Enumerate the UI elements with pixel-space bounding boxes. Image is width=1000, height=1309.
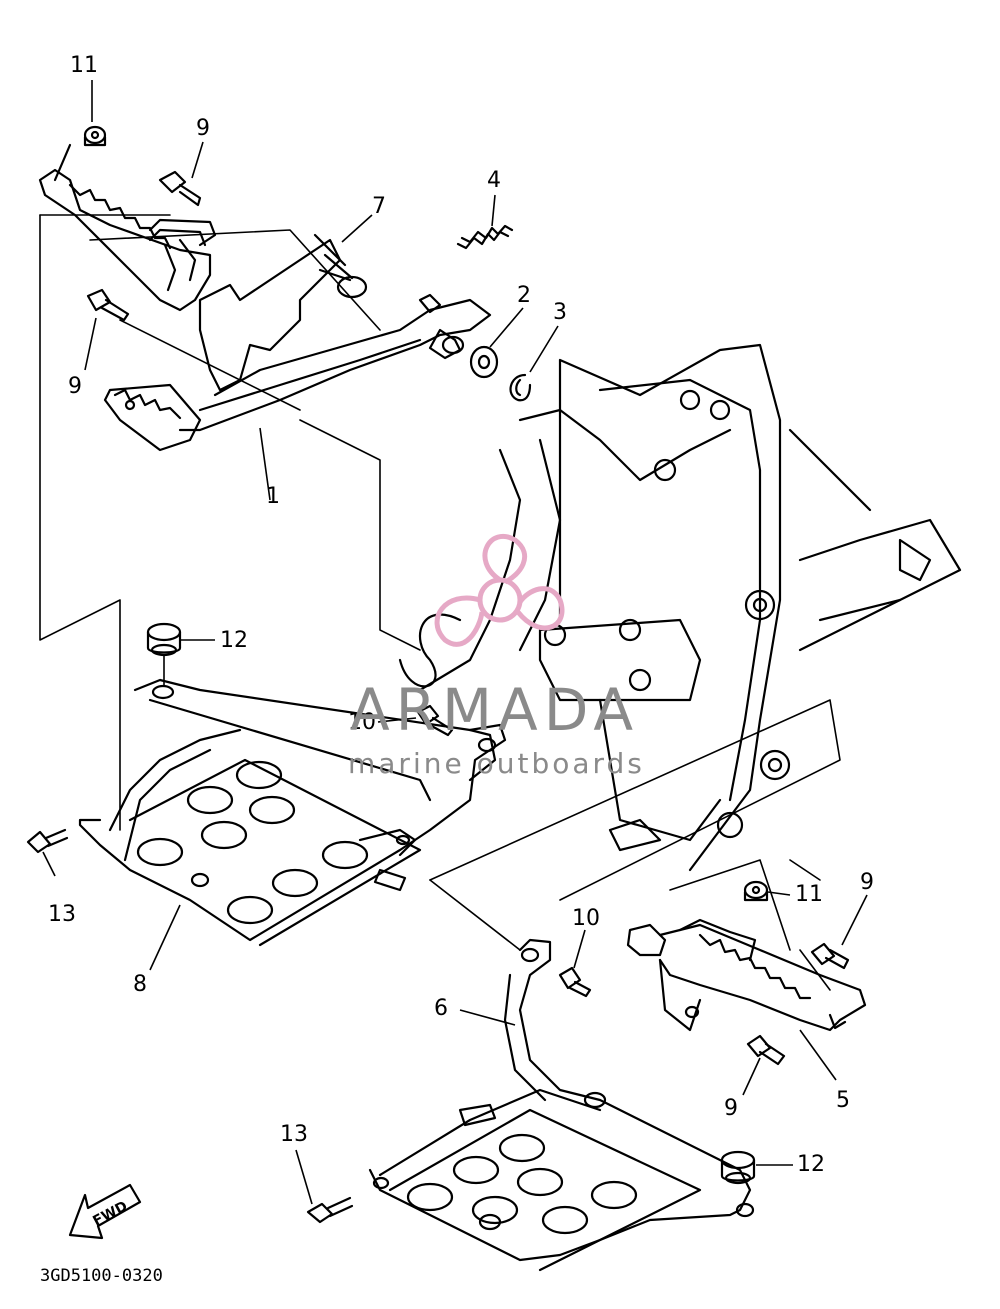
callout-9-right-top: 9 (860, 870, 874, 895)
right-skid-plate (368, 938, 755, 1272)
callout-11-upper: 11 (70, 53, 98, 78)
fasteners (26, 125, 850, 1224)
callout-2: 2 (517, 283, 531, 308)
reference-lines (39, 214, 841, 991)
callout-3: 3 (553, 300, 567, 325)
diagram-code: 3GD5100-0320 (40, 1266, 163, 1286)
callout-5: 5 (836, 1088, 850, 1113)
callout-4: 4 (487, 168, 501, 193)
callout-12-lower: 12 (797, 1152, 825, 1177)
frame (398, 343, 962, 872)
fwd-arrow-icon (68, 1183, 142, 1240)
callout-1: 1 (266, 484, 280, 509)
callout-11-lower: 11 (795, 882, 823, 907)
armada-logo-icon (434, 533, 565, 647)
callout-9-left: 9 (68, 374, 82, 399)
callout-7: 7 (372, 194, 386, 219)
brake-pedal (103, 233, 492, 452)
callout-12-upper: 12 (220, 628, 248, 653)
callout-8: 8 (133, 972, 147, 997)
left-skid-plate (78, 678, 507, 947)
callout-13-lower: 13 (280, 1122, 308, 1147)
watermark-subtitle: marine outboards (348, 747, 645, 780)
left-footrest (38, 168, 217, 312)
callout-6: 6 (434, 996, 448, 1021)
callout-10-center: 10 (348, 710, 376, 735)
leader-lines (42, 80, 868, 1205)
callout-9-upper: 9 (196, 116, 210, 141)
right-footrest (626, 918, 867, 1032)
callout-9-right-bottom: 9 (724, 1096, 738, 1121)
watermark-title: ARMADA (350, 676, 640, 744)
callout-10-lower: 10 (572, 906, 600, 931)
callout-13-left: 13 (48, 902, 76, 927)
